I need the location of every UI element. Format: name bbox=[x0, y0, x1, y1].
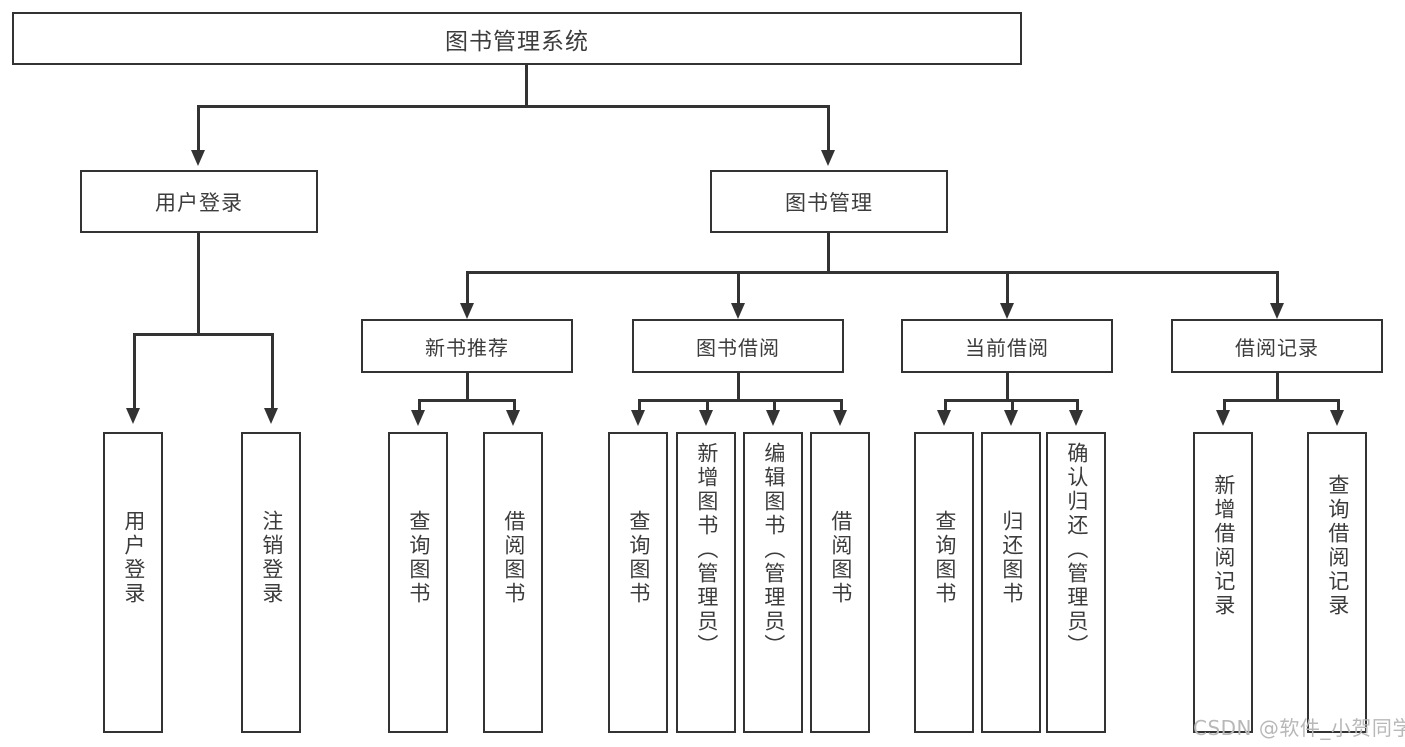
connector-new-book-branch-2 bbox=[513, 399, 516, 410]
node-leaf-confirm-return[interactable]: 确认归还（管理员） bbox=[1046, 432, 1106, 733]
connector-borrow-record-stem bbox=[1276, 373, 1279, 401]
arrow-to-leaf-return-book bbox=[1004, 410, 1018, 426]
arrow-to-leaf-query-record bbox=[1330, 410, 1344, 426]
node-label: 注销登录 bbox=[259, 510, 284, 606]
arrow-to-leaf-query-book-3 bbox=[937, 410, 951, 426]
connector-book-management-stem bbox=[827, 233, 830, 273]
connector-bm-to-current-borrow bbox=[1006, 271, 1009, 303]
arrow-to-leaf-query-book-1 bbox=[411, 410, 425, 426]
connector-user-login-bus bbox=[133, 333, 273, 336]
arrow-to-user-login bbox=[191, 150, 205, 166]
node-label: 编辑图书（管理员） bbox=[761, 442, 786, 658]
node-label: 新书推荐 bbox=[425, 335, 509, 360]
arrow-to-leaf-query-book-2 bbox=[631, 410, 645, 426]
arrow-to-borrow-record bbox=[1270, 303, 1284, 319]
node-label: 借阅图书 bbox=[828, 510, 853, 606]
arrow-to-book-borrow bbox=[731, 303, 745, 319]
arrow-to-current-borrow bbox=[1000, 303, 1014, 319]
arrow-to-leaf-confirm-return bbox=[1069, 410, 1083, 426]
connector-current-borrow-branch-1 bbox=[944, 399, 947, 410]
connector-new-book-stem bbox=[466, 373, 469, 401]
csdn-watermark: CSDN @软件_小贺同学 bbox=[1193, 716, 1405, 740]
connector-book-borrow-branch-2 bbox=[706, 399, 709, 410]
node-label: 图书借阅 bbox=[696, 335, 780, 360]
arrow-to-leaf-edit-book bbox=[766, 410, 780, 426]
connector-root-to-user-login bbox=[197, 105, 200, 150]
connector-book-borrow-stem bbox=[737, 373, 740, 401]
node-label: 用户登录 bbox=[155, 190, 243, 215]
node-label: 图书管理系统 bbox=[445, 28, 589, 55]
connector-root-bus bbox=[197, 105, 829, 108]
connector-bm-to-new-book bbox=[466, 271, 469, 303]
node-leaf-borrow-book-1[interactable]: 借阅图书 bbox=[483, 432, 543, 733]
connector-current-borrow-branch-2 bbox=[1011, 399, 1014, 410]
node-leaf-edit-book[interactable]: 编辑图书（管理员） bbox=[743, 432, 803, 733]
connector-book-borrow-bus bbox=[638, 399, 842, 402]
node-leaf-borrow-book-2[interactable]: 借阅图书 bbox=[810, 432, 870, 733]
connector-book-borrow-branch-3 bbox=[773, 399, 776, 410]
arrow-to-leaf-add-record bbox=[1216, 410, 1230, 426]
node-label: 查询图书 bbox=[626, 510, 651, 606]
arrow-to-leaf-borrow-book-1 bbox=[506, 410, 520, 426]
connector-current-borrow-branch-3 bbox=[1076, 399, 1079, 410]
connector-root-to-book-management bbox=[827, 105, 830, 150]
node-new-book-recommend[interactable]: 新书推荐 bbox=[361, 319, 573, 373]
arrow-to-new-book-recommend bbox=[460, 303, 474, 319]
node-leaf-return-book[interactable]: 归还图书 bbox=[981, 432, 1041, 733]
arrow-to-leaf-add-book bbox=[699, 410, 713, 426]
node-label: 确认归还（管理员） bbox=[1064, 442, 1089, 658]
node-label: 借阅记录 bbox=[1235, 335, 1319, 360]
connector-book-management-bus bbox=[466, 271, 1278, 274]
node-label: 查询借阅记录 bbox=[1325, 474, 1350, 618]
connector-root-stem bbox=[525, 65, 528, 107]
connector-borrow-record-branch-2 bbox=[1337, 399, 1340, 410]
node-leaf-query-record[interactable]: 查询借阅记录 bbox=[1307, 432, 1367, 733]
node-label: 新增借阅记录 bbox=[1211, 474, 1236, 618]
node-label: 查询图书 bbox=[406, 510, 431, 606]
arrow-to-leaf-borrow-book-2 bbox=[833, 410, 847, 426]
node-label: 用户登录 bbox=[121, 510, 146, 606]
connector-user-login-branch-right bbox=[271, 333, 274, 408]
arrow-to-leaf-logout-login bbox=[264, 408, 278, 424]
node-leaf-user-login[interactable]: 用户登录 bbox=[103, 432, 163, 733]
node-borrow-record[interactable]: 借阅记录 bbox=[1171, 319, 1383, 373]
node-label: 归还图书 bbox=[999, 510, 1024, 606]
node-current-borrow[interactable]: 当前借阅 bbox=[901, 319, 1113, 373]
node-leaf-query-book-1[interactable]: 查询图书 bbox=[388, 432, 448, 733]
arrow-to-book-management bbox=[821, 150, 835, 166]
connector-borrow-record-bus bbox=[1223, 399, 1338, 402]
connector-bm-to-book-borrow bbox=[737, 271, 740, 303]
connector-borrow-record-branch-1 bbox=[1223, 399, 1226, 410]
connector-current-borrow-stem bbox=[1006, 373, 1009, 401]
node-leaf-add-book[interactable]: 新增图书（管理员） bbox=[676, 432, 736, 733]
connector-user-login-stem bbox=[197, 233, 200, 335]
node-book-management[interactable]: 图书管理 bbox=[710, 170, 948, 233]
node-leaf-add-record[interactable]: 新增借阅记录 bbox=[1193, 432, 1253, 733]
node-book-borrow[interactable]: 图书借阅 bbox=[632, 319, 844, 373]
connector-book-borrow-branch-4 bbox=[840, 399, 843, 410]
connector-new-book-branch-1 bbox=[418, 399, 421, 410]
node-label: 查询图书 bbox=[932, 510, 957, 606]
node-label: 当前借阅 bbox=[965, 335, 1049, 360]
node-user-login[interactable]: 用户登录 bbox=[80, 170, 318, 233]
connector-new-book-bus bbox=[418, 399, 514, 402]
node-label: 新增图书（管理员） bbox=[694, 442, 719, 658]
node-leaf-query-book-2[interactable]: 查询图书 bbox=[608, 432, 668, 733]
node-book-management-system[interactable]: 图书管理系统 bbox=[12, 12, 1022, 65]
arrow-to-leaf-user-login bbox=[126, 408, 140, 424]
node-leaf-query-book-3[interactable]: 查询图书 bbox=[914, 432, 974, 733]
connector-book-borrow-branch-1 bbox=[638, 399, 641, 410]
connector-bm-to-borrow-record bbox=[1276, 271, 1279, 303]
node-leaf-logout-login[interactable]: 注销登录 bbox=[241, 432, 301, 733]
node-label: 图书管理 bbox=[785, 190, 873, 215]
node-label: 借阅图书 bbox=[501, 510, 526, 606]
connector-user-login-branch-left bbox=[133, 333, 136, 408]
